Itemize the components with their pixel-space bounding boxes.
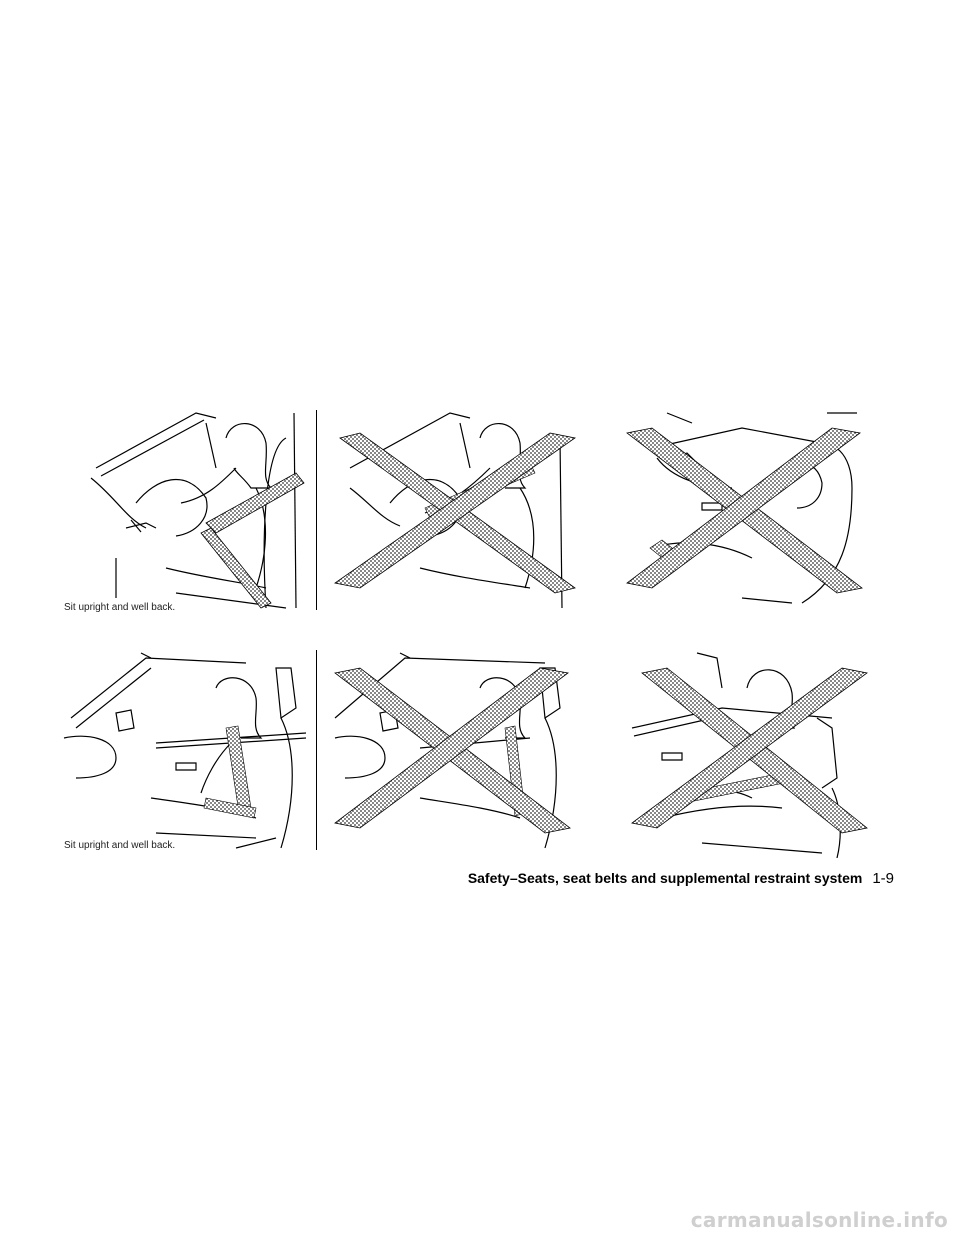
page-footer: Safety–Seats, seat belts and supplementa…: [0, 870, 894, 887]
x-mark-stroke-2: [334, 432, 576, 589]
site-watermark: carmanualsonline.info: [0, 1208, 960, 1232]
passenger-belt-under-arm-illustration: [334, 652, 571, 849]
driver-reclined-illustration: [334, 412, 576, 609]
passenger-lap-belt-high-illustration: [631, 652, 868, 858]
panel-caption: Sit upright and well back.: [64, 840, 176, 851]
section-title: Safety–Seats, seat belts and supplementa…: [467, 870, 863, 886]
illustration-panel-correct-passenger: Sit upright and well back.: [56, 648, 306, 858]
x-mark-stroke-2: [626, 427, 861, 589]
passenger-reclined-illustration: [626, 412, 863, 604]
illustration-panel-correct-driver: Sit upright and well back.: [56, 408, 306, 618]
illustration-panel-incorrect-belt-under-arm: [330, 648, 580, 858]
panel-caption: Sit upright and well back.: [64, 602, 176, 613]
illustration-panel-incorrect-reclined-passenger: [622, 408, 872, 618]
illustration-panel-incorrect-reclined-driver: [330, 408, 580, 618]
x-mark-stroke-2: [334, 667, 569, 829]
panel-divider: [316, 650, 317, 850]
driver-upright-illustration: [90, 412, 305, 609]
x-mark-stroke-2: [631, 667, 868, 829]
panel-divider: [316, 410, 317, 610]
watermark-text: carmanualsonline.info: [690, 1208, 948, 1232]
page-number: 1-9: [872, 870, 894, 887]
illustration-panel-incorrect-lap-belt-high: [622, 648, 872, 858]
passenger-upright-illustration: [63, 652, 306, 849]
